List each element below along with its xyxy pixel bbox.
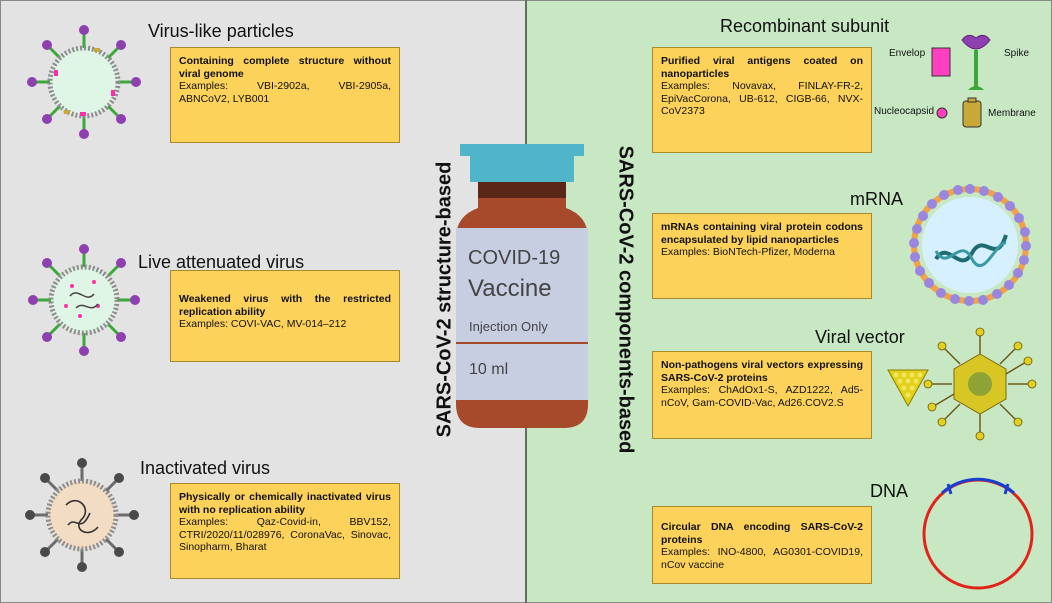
components-based-heading: SARS-CoV-2 components-based (614, 145, 637, 454)
viral-vector-examples: Examples: ChAdOx1-S, AZD1222, Ad5-nCoV, … (661, 384, 863, 409)
inactivated-virus-examples: Examples: Qaz-Covid-in, BBV152, CTRI/202… (179, 516, 391, 553)
vial-label-line2: Vaccine (468, 275, 552, 302)
inactivated-virus-title: Inactivated virus (140, 458, 271, 478)
recombinant-subunit-title: Recombinant subunit (720, 16, 890, 36)
lipid-nanoparticle-icon (909, 184, 1031, 306)
viral-vector-box: Non-pathogens viral vectors expressing S… (652, 351, 872, 439)
nucleocapsid-icon (936, 107, 948, 119)
legend-envelop: Envelop (889, 48, 926, 59)
viral-vector-desc: Non-pathogens viral vectors expressing S… (661, 359, 863, 384)
viral-vector-title: Viral vector (815, 327, 905, 347)
vial-label-line3: Injection Only (469, 319, 548, 334)
inactivated-virus-desc: Physically or chemically inactivated vir… (179, 491, 391, 516)
legend-membrane: Membrane (988, 108, 1036, 119)
virus-like-particles-examples: Examples: VBI-2902a, VBI-2905a, ABNCoV2,… (179, 80, 391, 105)
dna-examples: Examples: INO-4800, AG0301-COVID19, nCov… (661, 546, 863, 571)
viral-vector-icon (923, 327, 1037, 441)
mrna-examples: Examples: BioNTech-Pfizer, Moderna (661, 246, 835, 258)
adenovirus-triangle-icon (887, 369, 929, 408)
membrane-protein-icon (962, 97, 982, 128)
live-attenuated-examples: Examples: COVI-VAC, MV-014–212 (179, 318, 347, 330)
dna-box: Circular DNA encoding SARS-CoV-2 protein… (652, 506, 872, 584)
live-attenuated-desc: Weakened virus with the restricted repli… (179, 293, 391, 318)
recombinant-subunit-examples: Examples: Novavax, FINLAY-FR-2, EpiVacCo… (661, 80, 863, 117)
virus-like-particles-desc: Containing complete structure without vi… (179, 55, 391, 80)
legend-nucleocapsid: Nucleocapsid (874, 106, 935, 117)
spike-protein-icon (961, 34, 991, 90)
mrna-box: mRNAs containing viral protein codons en… (652, 213, 872, 299)
dna-desc: Circular DNA encoding SARS-CoV-2 protein… (661, 521, 863, 546)
live-attenuated-title: Live attenuated virus (138, 252, 305, 272)
vaccine-vial-illustration (456, 144, 588, 428)
mrna-desc: mRNAs containing viral protein codons en… (661, 221, 863, 246)
vial-label-line1: COVID-19 (468, 247, 561, 269)
live-attenuated-virus-icon (28, 244, 140, 356)
vial-label-line4: 10 ml (469, 361, 509, 378)
circular-dna-icon (922, 477, 1034, 590)
live-attenuated-box: Weakened virus with the restricted repli… (170, 270, 400, 362)
virus-like-particles-box: Containing complete structure without vi… (170, 47, 400, 143)
inactivated-virus-box: Physically or chemically inactivated vir… (170, 483, 400, 579)
mrna-title: mRNA (850, 189, 903, 209)
recombinant-subunit-box: Purified viral antigens coated on nanopa… (652, 47, 872, 153)
dna-title: DNA (870, 481, 909, 501)
envelope-protein-icon (931, 47, 951, 77)
legend-spike: Spike (1004, 48, 1030, 59)
virus-like-particle-icon (27, 25, 141, 139)
recombinant-subunit-desc: Purified viral antigens coated on nanopa… (661, 55, 863, 80)
inactivated-virus-icon (25, 458, 139, 572)
virus-like-particles-title: Virus-like particles (148, 21, 294, 41)
